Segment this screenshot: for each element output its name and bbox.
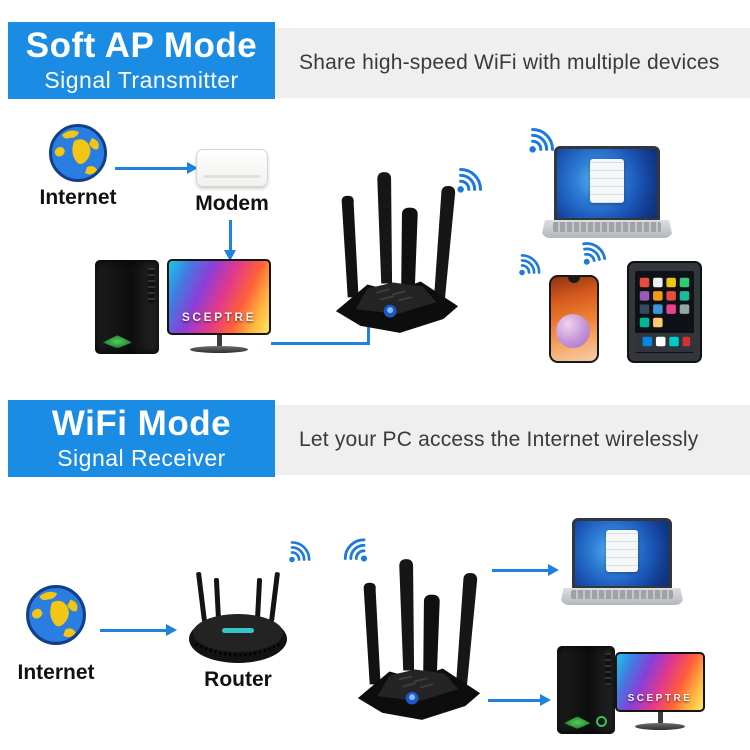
wifi-signal-icon xyxy=(277,533,319,575)
laptop-keyboard xyxy=(560,588,684,605)
internet-label-2: Internet xyxy=(17,661,95,684)
monitor-brand-text: SCEPTRE xyxy=(181,310,257,324)
wifi-mode-subtitle: Signal Receiver xyxy=(57,444,226,471)
monitor-1: SCEPTRE xyxy=(167,259,271,353)
wifi-adapter-device-2 xyxy=(350,552,488,724)
modem-label: Modem xyxy=(195,192,269,215)
tower-glow-accent xyxy=(102,335,133,349)
wifi-signal-icon xyxy=(569,233,613,277)
wifi-mode-description-strip: Let your PC access the Internet wireless… xyxy=(275,405,750,475)
laptop-screen xyxy=(572,518,672,588)
arrow-modem-to-pc xyxy=(224,220,236,261)
laptop-2 xyxy=(560,518,684,605)
laptop-screen xyxy=(554,146,660,220)
wifi-signal-icon xyxy=(507,246,549,288)
monitor-brand-text: SCEPTRE xyxy=(627,693,693,704)
tower-logo-ring xyxy=(595,715,607,727)
smartphone xyxy=(549,275,599,363)
globe-icon xyxy=(48,123,108,183)
tower-glow-accent xyxy=(563,716,591,729)
soft-ap-description: Share high-speed WiFi with multiple devi… xyxy=(299,51,720,74)
arrow-adapter-to-desktop xyxy=(488,694,551,706)
monitor-screen: SCEPTRE xyxy=(615,652,705,712)
wifi-signal-icon xyxy=(443,159,491,207)
monitor-stand xyxy=(216,335,222,346)
wifi-signal-icon xyxy=(335,530,381,576)
modem-device xyxy=(196,149,268,187)
monitor-base xyxy=(635,723,685,730)
tablet xyxy=(627,261,702,363)
router-label: Router xyxy=(204,668,272,691)
internet-label-1: Internet xyxy=(39,186,117,209)
arrow-internet-to-router xyxy=(100,624,177,636)
wifi-mode-title: WiFi Mode xyxy=(51,403,232,443)
laptop-keyboard xyxy=(541,220,673,238)
soft-ap-title: Soft AP Mode xyxy=(25,25,258,65)
globe-icon xyxy=(25,584,87,646)
tablet-screen xyxy=(635,271,694,353)
wifi-adapter-device-1 xyxy=(328,167,466,335)
connector-pc-to-adapter-vertical xyxy=(367,320,370,345)
phone-wallpaper-bubble xyxy=(556,314,590,348)
laptop-1 xyxy=(541,146,673,238)
router-device xyxy=(186,570,290,666)
windows-start-panel xyxy=(606,530,638,572)
wifi-mode-banner: WiFi Mode Signal Receiver xyxy=(8,400,275,477)
wifi-signal-icon xyxy=(515,119,563,167)
monitor-stand xyxy=(657,712,663,723)
monitor-base xyxy=(190,346,248,353)
connector-pc-to-adapter-horizontal xyxy=(271,342,370,345)
pc-tower-2 xyxy=(557,646,615,734)
soft-ap-subtitle: Signal Transmitter xyxy=(44,66,239,93)
arrow-adapter-to-laptop xyxy=(492,564,559,576)
arrow-internet-to-modem xyxy=(115,162,198,174)
soft-ap-description-strip: Share high-speed WiFi with multiple devi… xyxy=(275,28,750,98)
monitor-2: SCEPTRE xyxy=(615,652,705,730)
soft-ap-banner: Soft AP Mode Signal Transmitter xyxy=(8,22,275,99)
pc-tower-1 xyxy=(95,260,159,354)
windows-start-panel xyxy=(590,158,624,203)
monitor-screen: SCEPTRE xyxy=(167,259,271,335)
wifi-mode-description: Let your PC access the Internet wireless… xyxy=(299,428,699,451)
